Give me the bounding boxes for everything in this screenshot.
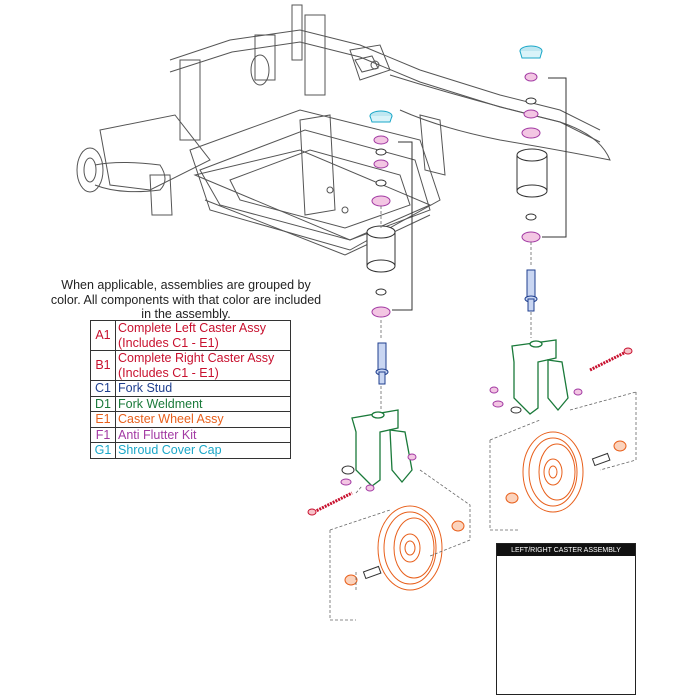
fork-weldment-left — [351, 409, 413, 487]
legend-description: Complete Left Caster Assy (Includes C1 -… — [115, 320, 291, 351]
color-grouping-note: When applicable, assemblies are grouped … — [50, 278, 322, 321]
anti-flutter-kit — [340, 386, 583, 492]
chassis-frame — [76, 4, 611, 256]
caster-wheel-right — [505, 431, 627, 513]
legend-code: D1 — [90, 395, 116, 412]
legend-description: Complete Right Caster Assy (Includes C1 … — [115, 350, 291, 381]
axle-bolt-right — [589, 347, 633, 372]
assembly-lines — [329, 206, 637, 621]
fork-stud-right — [524, 269, 538, 312]
nuts — [341, 406, 522, 475]
inset-title: LEFT/RIGHT CASTER ASSEMBLY — [497, 544, 635, 556]
legend-code: G1 — [90, 442, 116, 459]
legend-code: B1 — [90, 350, 116, 381]
legend-description: Caster Wheel Assy — [115, 411, 291, 428]
legend-description: Fork Stud — [115, 380, 291, 397]
caster-assembly-inset: LEFT/RIGHT CASTER ASSEMBLY — [496, 543, 636, 695]
fork-weldment-right — [511, 339, 569, 415]
left-caster-stack — [366, 110, 413, 318]
legend-description: Fork Weldment — [115, 395, 291, 412]
caster-wheel-left — [344, 505, 465, 591]
right-caster-stack — [516, 45, 567, 243]
legend-description: Anti Flutter Kit — [115, 426, 291, 443]
legend-code: C1 — [90, 380, 116, 397]
legend-code: E1 — [90, 411, 116, 428]
legend-code: F1 — [90, 426, 116, 443]
fork-stud-left — [375, 342, 389, 385]
axle-bolt-left — [307, 491, 353, 516]
legend-description: Shroud Cover Cap — [115, 442, 291, 459]
legend-code: A1 — [90, 320, 116, 351]
spacer-tubes — [362, 452, 611, 580]
